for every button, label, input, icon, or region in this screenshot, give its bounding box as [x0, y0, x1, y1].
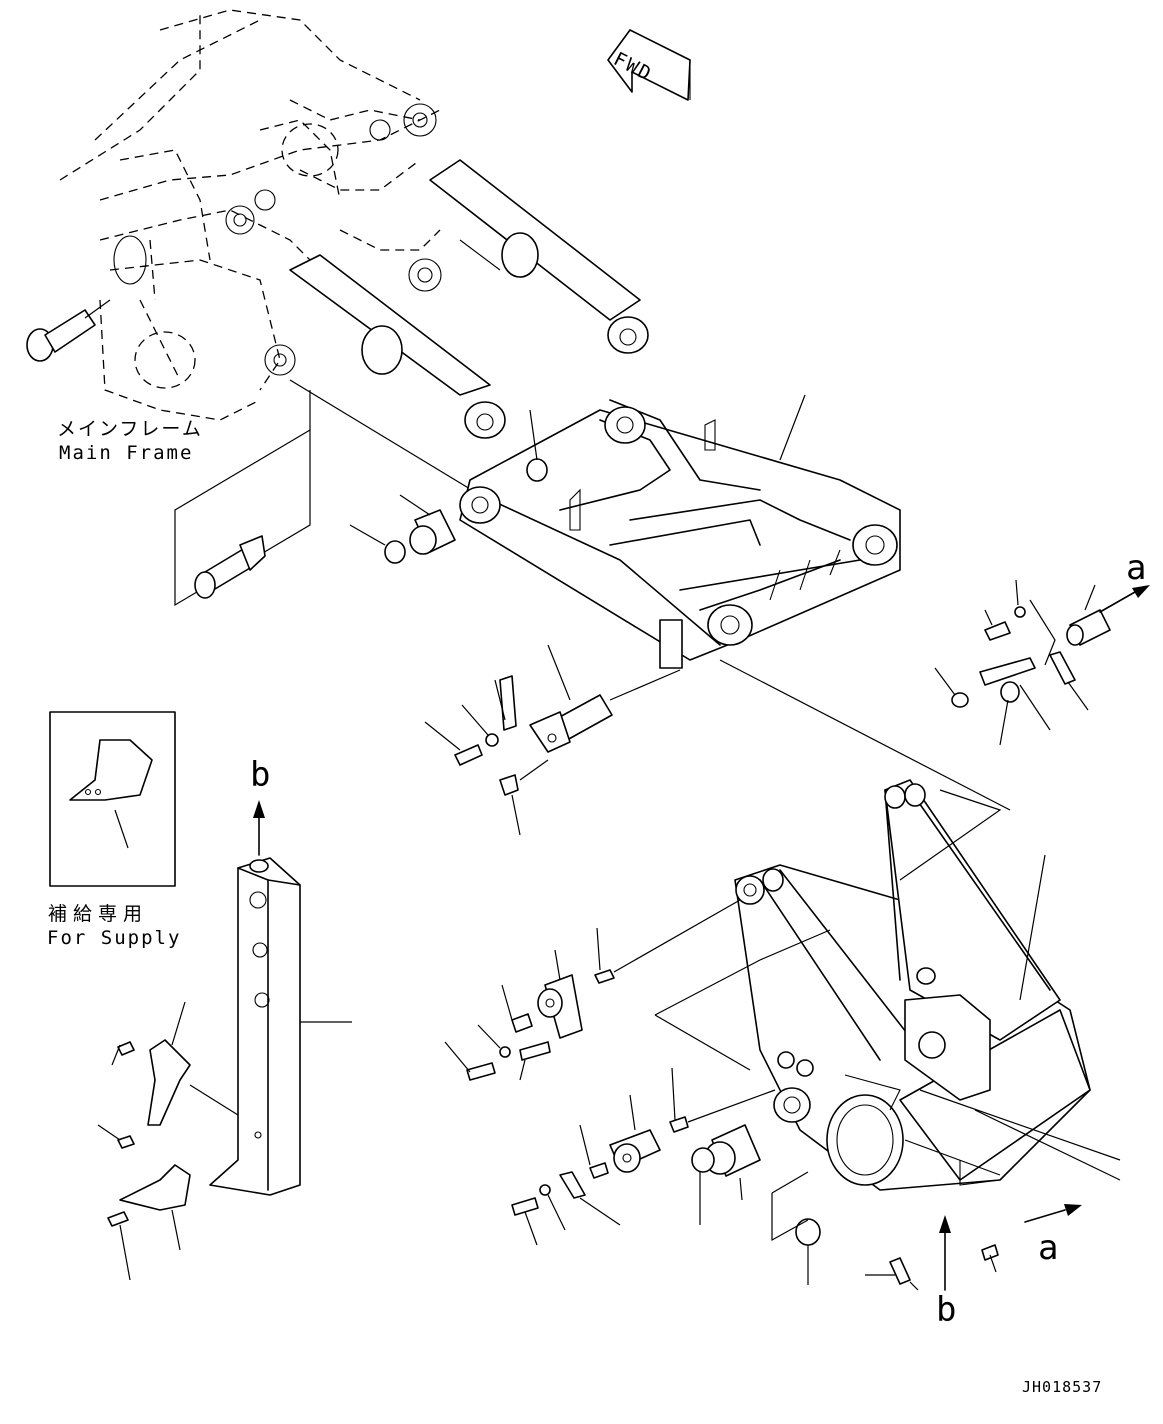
fwd-arrow-icon: [607, 29, 691, 101]
main-frame-label-ja: メインフレーム: [57, 418, 203, 440]
a-arrow-bottom-icon: [1024, 1204, 1082, 1223]
pin-left-flange: [194, 535, 266, 599]
supply-box: [49, 711, 176, 887]
b-shank-assembly: [97, 800, 352, 1281]
callout-a-top: a: [1126, 548, 1147, 588]
main-frame-assembly: [26, 9, 649, 439]
supply-label-ja: 補給専用: [48, 903, 149, 925]
bushing-upper: [349, 409, 548, 564]
main-frame-leaders: [174, 379, 481, 607]
callout-b-top: b: [250, 755, 271, 795]
b-arrow-bottom-icon: [939, 1215, 951, 1291]
upper-link-assembly: [459, 394, 901, 701]
supply-label-en: For Supply: [47, 927, 182, 949]
callout-a-bottom: a: [1038, 1228, 1059, 1268]
drawing-code: JH018537: [1022, 1378, 1103, 1396]
pin-cluster-middle: [424, 644, 613, 836]
ripper-frame-assembly: [654, 659, 1121, 1191]
main-frame-label-en: Main Frame: [59, 442, 194, 464]
pin-cluster-right: [934, 579, 1111, 746]
pin-cluster-lower: [444, 899, 999, 1291]
a-arrow-top-icon: [1099, 585, 1150, 613]
callout-b-bottom: b: [936, 1290, 957, 1330]
